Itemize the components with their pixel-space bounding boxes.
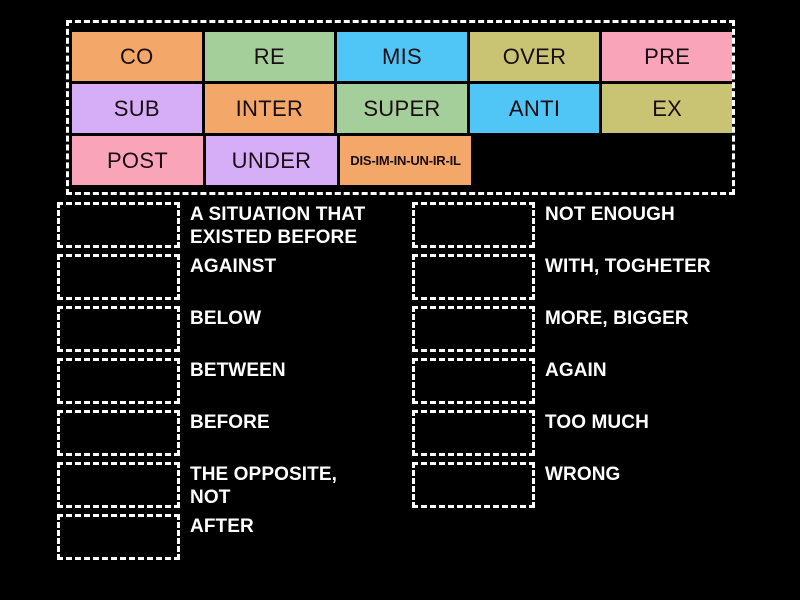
prefix-tile[interactable]: INTER [204, 84, 335, 133]
drop-slot[interactable] [57, 306, 180, 352]
answer-label: A SITUATION THAT EXISTED BEFORE [190, 204, 366, 248]
prefix-tile[interactable]: OVER [469, 32, 600, 81]
answer-label: BEFORE [190, 412, 270, 433]
answer-label: WRONG [545, 464, 621, 485]
drop-slot[interactable] [57, 254, 180, 300]
drop-slot[interactable] [412, 202, 535, 248]
drop-slot[interactable] [412, 358, 535, 404]
answer-row: BEFORE [57, 410, 365, 462]
answer-label: BETWEEN [190, 360, 286, 381]
answer-row: BELOW [57, 306, 365, 358]
answer-label: WITH, TOGHETER [545, 256, 711, 277]
prefix-tile[interactable]: MIS [337, 32, 467, 81]
drop-slot[interactable] [412, 254, 535, 300]
answer-row: THE OPPOSITE, NOT [57, 462, 365, 514]
prefix-tile[interactable]: CO [72, 32, 202, 81]
prefix-tile[interactable]: DIS-IM-IN-UN-IR-IL [340, 136, 471, 185]
answer-label: AGAINST [190, 256, 277, 277]
answer-label: NOT ENOUGH [545, 204, 675, 225]
prefix-tile[interactable]: PRE [602, 32, 732, 81]
answer-column-right: NOT ENOUGH WITH, TOGHETER MORE, BIGGER AGAI… [412, 202, 711, 514]
answer-row: TOO MUCH [412, 410, 711, 462]
answer-column-left: A SITUATION THAT EXISTED BEFORE AGAINST BE… [57, 202, 365, 566]
prefix-tile[interactable]: EX [602, 84, 732, 133]
prefix-tile[interactable]: POST [72, 136, 203, 185]
answer-label: MORE, BIGGER [545, 308, 689, 329]
drop-slot[interactable] [57, 358, 180, 404]
drop-slot[interactable] [57, 202, 180, 248]
answer-label: BELOW [190, 308, 262, 329]
drop-slot[interactable] [57, 410, 180, 456]
answer-row: AGAIN [412, 358, 711, 410]
answer-label: AGAIN [545, 360, 607, 381]
drop-slot[interactable] [412, 410, 535, 456]
drop-slot[interactable] [57, 514, 180, 560]
prefix-tile[interactable]: SUPER [337, 84, 467, 133]
drop-slot[interactable] [57, 462, 180, 508]
drop-slot[interactable] [412, 462, 535, 508]
answer-row: AFTER [57, 514, 365, 566]
answer-row: BETWEEN [57, 358, 365, 410]
answer-label: AFTER [190, 516, 254, 537]
answer-row: MORE, BIGGER [412, 306, 711, 358]
answer-row: WITH, TOGHETER [412, 254, 711, 306]
answer-row: A SITUATION THAT EXISTED BEFORE [57, 202, 365, 254]
answer-label: THE OPPOSITE, NOT [190, 464, 337, 508]
prefix-tile[interactable]: SUB [72, 84, 202, 133]
answer-label: TOO MUCH [545, 412, 649, 433]
drop-slot[interactable] [412, 306, 535, 352]
answer-row: WRONG [412, 462, 711, 514]
prefix-tile[interactable]: RE [204, 32, 335, 81]
prefix-tile[interactable]: ANTI [469, 84, 600, 133]
prefix-tile[interactable]: UNDER [206, 136, 337, 185]
answer-row: AGAINST [57, 254, 365, 306]
answer-row: NOT ENOUGH [412, 202, 711, 254]
